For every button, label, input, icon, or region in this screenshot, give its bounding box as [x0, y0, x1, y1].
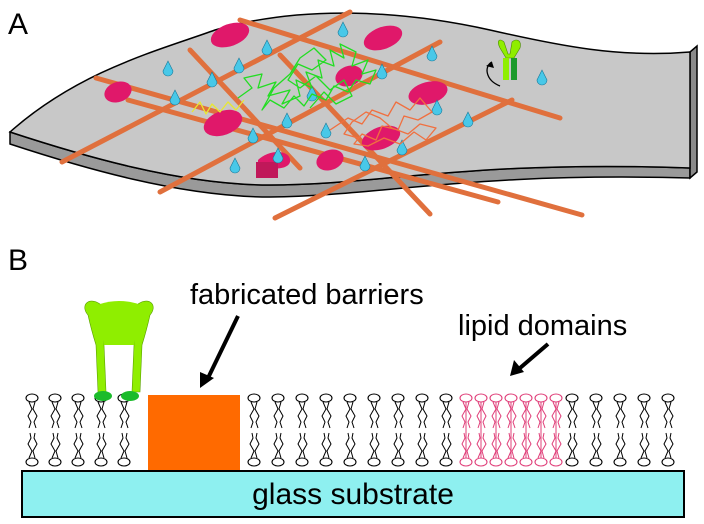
protein-blob: [210, 22, 250, 48]
domain-lipid-molecule: [549, 393, 563, 467]
anchor-marker: [431, 99, 443, 116]
anchor-marker: [462, 111, 474, 128]
domain-arrow: [518, 342, 550, 370]
actin-filament: [187, 47, 303, 171]
receptor-protein-b: [84, 300, 154, 401]
fabricated-barrier: [148, 395, 240, 471]
protein-blob: [363, 25, 403, 51]
anchor-marker: [233, 57, 245, 74]
lipid-molecule: [271, 393, 285, 467]
lipid-molecule: [343, 393, 357, 467]
lipid-bilayer: [25, 393, 675, 467]
receptor-protein-a: [486, 39, 521, 87]
lipid-molecule: [565, 393, 579, 467]
anchor-marker: [169, 89, 181, 106]
anchor-marker: [206, 71, 218, 88]
actin-filament: [125, 97, 501, 205]
trajectory-yellow: [191, 99, 245, 115]
membrane-sheet: [8, 12, 698, 198]
anchor-marker: [337, 21, 349, 38]
receptor-anchor: [121, 391, 139, 401]
actin-filament: [277, 52, 433, 217]
actin-filament: [237, 17, 563, 121]
anchor-marker: [281, 112, 293, 129]
lipid-molecule: [295, 393, 309, 467]
anchor-marker: [247, 127, 259, 144]
actin-filament: [272, 97, 515, 221]
anchor-marker: [261, 39, 273, 56]
trajectory-green: [237, 43, 377, 111]
anchor-marker: [320, 122, 332, 139]
panel-b-label: B: [8, 244, 28, 277]
barrier-label: fabricated barriers: [190, 279, 424, 311]
panel-a-label: A: [8, 8, 28, 41]
lipid-molecule: [415, 393, 429, 467]
lipid-molecule: [25, 393, 39, 467]
lipid-molecule: [94, 393, 108, 467]
anchor-marker: [229, 157, 241, 174]
protein-blob: [316, 149, 344, 171]
anchor-marker: [426, 45, 438, 62]
protein-clusters: [104, 22, 448, 178]
protein-blob: [203, 109, 243, 137]
lipid-molecule: [117, 393, 131, 467]
lipid-molecule: [367, 393, 381, 467]
lipid-molecule: [439, 393, 453, 467]
domain-lipid-molecule: [489, 393, 503, 467]
anchor-marker: [272, 147, 284, 164]
lipid-molecule: [247, 393, 261, 467]
lipid-molecule: [391, 393, 405, 467]
lipid-domain: [459, 393, 563, 467]
domain-label: lipid domains: [458, 310, 627, 342]
domain-lipid-molecule: [459, 393, 473, 467]
receptor-anchor: [94, 391, 112, 401]
trajectories: [191, 43, 437, 147]
protein-blob: [408, 81, 448, 105]
lipid-molecule: [637, 393, 651, 467]
lipid-molecule: [48, 393, 62, 467]
trajectory-orange: [329, 97, 437, 147]
glass-substrate: [21, 470, 685, 518]
lipid-molecule: [613, 393, 627, 467]
protein-blob: [104, 81, 132, 103]
anchor-marker: [376, 63, 388, 80]
lipid-molecule: [661, 393, 675, 467]
substrate-label: glass substrate: [252, 478, 454, 511]
lipid-molecule: [319, 393, 333, 467]
lipid-molecule: [71, 393, 85, 467]
anchor-marker: [162, 60, 174, 77]
anchor-marker: [359, 155, 371, 172]
barrier-arrow: [206, 315, 240, 379]
protein-blob: [256, 162, 278, 178]
lipid-molecule: [589, 393, 603, 467]
anchor-marker: [396, 139, 408, 156]
anchor-marker: [536, 69, 548, 86]
